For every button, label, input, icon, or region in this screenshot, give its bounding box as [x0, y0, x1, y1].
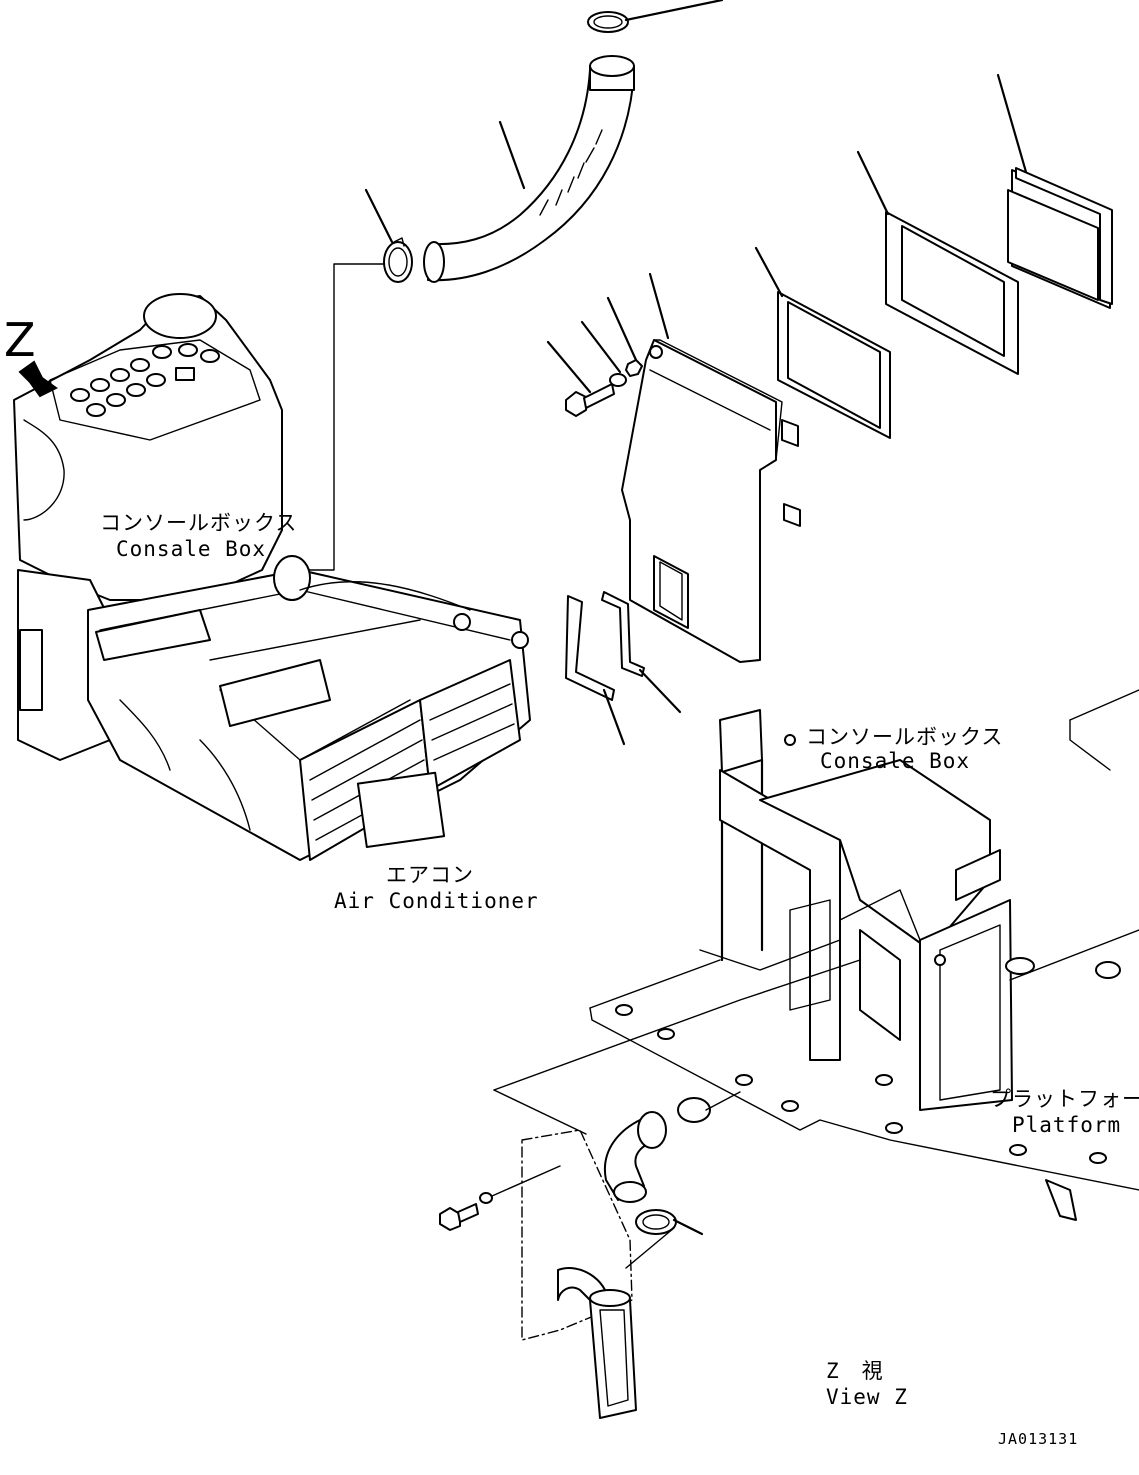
console-box-right-en: Consale Box [820, 749, 970, 773]
view-z-arrow: Z [4, 313, 58, 398]
view-z-en: View Z [826, 1385, 908, 1409]
view-marker-z: Z [4, 313, 36, 367]
view-z-jp: Z 視 [826, 1359, 884, 1383]
platform-en: Platform [1012, 1113, 1121, 1137]
label-air-conditioner: エアコン Air Conditioner [334, 863, 539, 913]
switch-cluster [70, 343, 220, 417]
label-console-box-right: コンソールボックス Consale Box [806, 725, 1003, 773]
top-hose-clamp [587, 0, 724, 33]
filter-cover [996, 73, 1113, 309]
platform-jp: プラットフォーム [990, 1087, 1139, 1111]
lower-bolt-washer [439, 1165, 561, 1231]
middle-hose-clamp [291, 188, 413, 571]
right-console-frame [699, 709, 1013, 1111]
console-box-right-jp: コンソールボックス [806, 725, 1003, 749]
console-box-left-jp: コンソールボックス [100, 511, 297, 535]
duct-cover [621, 272, 801, 663]
seal-strips [565, 591, 682, 746]
label-console-box-left: コンソールボックス Consale Box [100, 511, 297, 561]
air-conditioner-jp: エアコン [386, 863, 474, 887]
air-conditioner-unit [87, 555, 531, 861]
flexible-duct-hose [423, 55, 635, 283]
bolt-washer-nut [546, 296, 643, 417]
platform-plate [589, 689, 1139, 1221]
air-conditioner-en: Air Conditioner [334, 889, 539, 913]
label-platform: プラットフォーム Platform [990, 1087, 1139, 1137]
drawing-code: JA013131 [998, 1430, 1078, 1448]
filter-frame [856, 150, 1019, 375]
lower-duct-elbow [493, 959, 861, 1203]
filter-gasket [754, 246, 891, 439]
label-view-z: Z 視 View Z [826, 1359, 908, 1409]
lower-hose-clamp [625, 1209, 704, 1269]
view-direction-arrow-icon [18, 360, 58, 398]
lower-duct-panel [521, 1129, 637, 1419]
console-box-left-en: Consale Box [116, 537, 266, 561]
